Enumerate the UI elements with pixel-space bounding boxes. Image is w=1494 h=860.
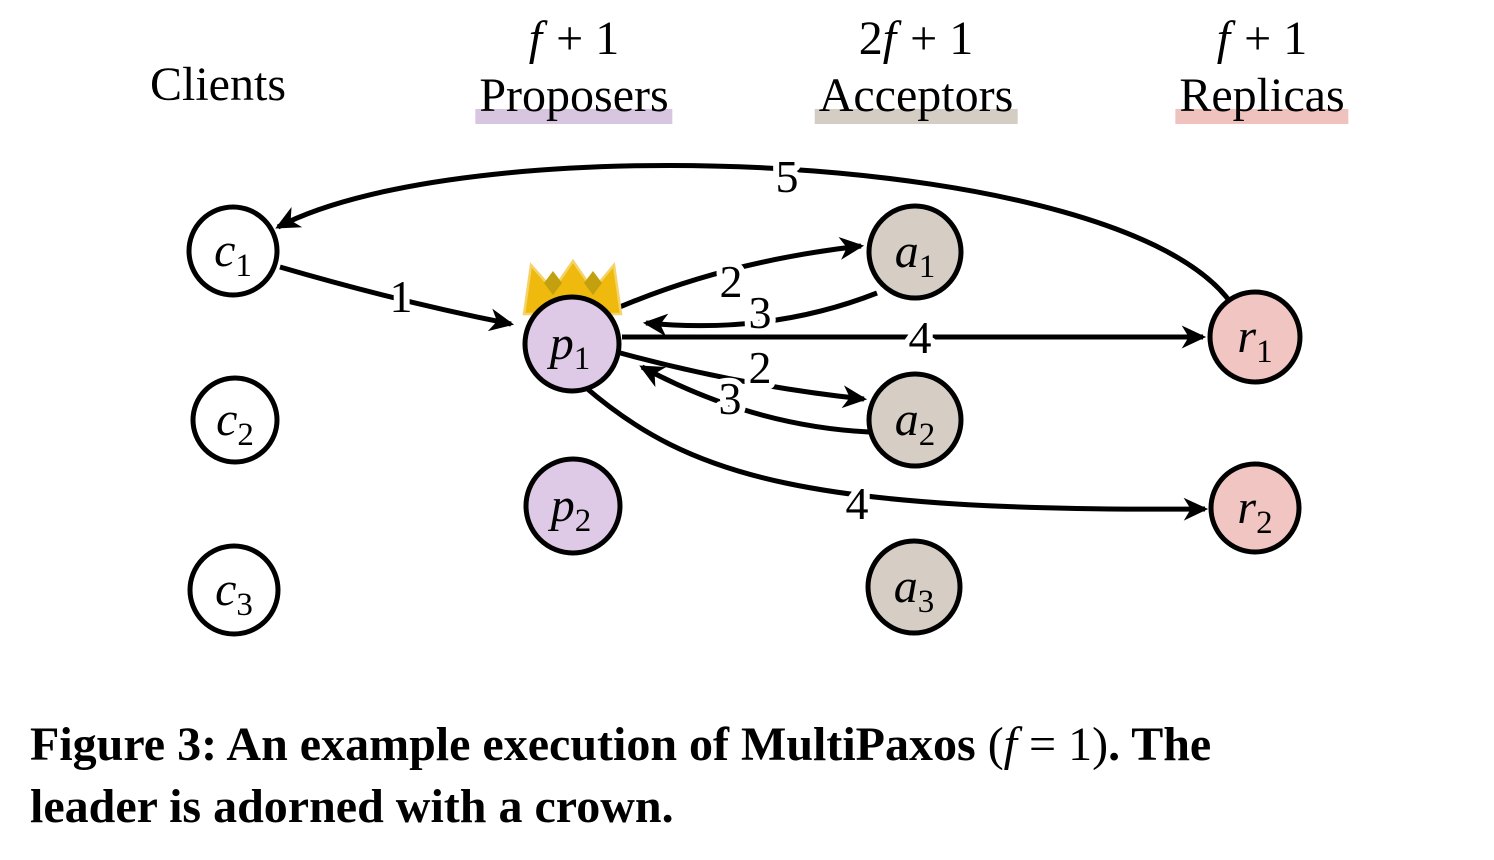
caption-paren-close: ): [1092, 718, 1109, 771]
node-r1-circle: [1207, 289, 1303, 385]
edge-label-step2-a1: 2: [720, 256, 743, 307]
edge-phase2b-a1-p1: [642, 290, 878, 337]
caption-math-f: f: [1003, 718, 1018, 771]
node-c3-circle: [187, 543, 281, 637]
multipaxos-diagram: c1 c2 c3 p1 p2 a1 a2 a3 r1 r2 1 2 3 2 3 …: [186, 151, 1303, 637]
column-header-clients: Clients: [150, 56, 286, 113]
column-header-acceptors: 2f + 1 Acceptors: [814, 10, 1017, 124]
node-r1-label: r1: [1237, 310, 1272, 370]
math-f: f: [1216, 12, 1231, 65]
edge-phase2b-a2-p1: [639, 364, 870, 435]
edge-request-c1-p1: [279, 264, 515, 332]
node-a2: a2: [866, 371, 964, 469]
node-c3-label: c3: [215, 563, 253, 623]
column-header-replicas: f + 1 Replicas: [1175, 10, 1349, 124]
node-a2-circle: [866, 371, 964, 469]
node-c1: c1: [186, 204, 280, 298]
edge-label-step2-a2: 2: [749, 342, 772, 393]
node-p1-circle: [522, 294, 622, 394]
math-f: f: [882, 12, 897, 65]
node-p2-label: p2: [548, 479, 592, 539]
node-c3: c3: [187, 543, 281, 637]
node-a1-label: a1: [895, 225, 936, 285]
node-a3: a3: [865, 538, 963, 636]
figure-caption: Figure 3: An example execution of MultiP…: [30, 714, 1480, 838]
column-header-proposers: f + 1 Proposers: [475, 10, 673, 124]
edge-label-step3-a2: 3: [719, 373, 742, 424]
node-c2-circle: [190, 375, 280, 465]
replicas-count: f + 1: [1216, 12, 1308, 65]
acceptors-count: 2f + 1: [858, 12, 974, 65]
caption-math-eq: = 1: [1017, 718, 1093, 771]
node-p2: p2: [523, 456, 623, 556]
node-c1-circle: [186, 204, 280, 298]
node-c2-label: c2: [216, 393, 254, 453]
edge-label-step1: 1: [390, 271, 413, 322]
node-c2: c2: [190, 375, 280, 465]
clients-title: Clients: [149, 58, 287, 111]
node-a2-label: a2: [895, 393, 936, 453]
caption-text-bold2: . The: [1108, 718, 1212, 771]
edge-response-r1-c1: [275, 163, 1234, 305]
edge-phase2a-p1-a2: [612, 348, 868, 409]
edge-commit-p1-r2: [582, 384, 1209, 521]
proposers-count: f + 1: [528, 12, 620, 65]
node-r2: r2: [1208, 461, 1302, 555]
edge-label-step5: 5: [776, 151, 799, 202]
node-a1-circle: [866, 203, 964, 301]
node-a3-circle: [865, 538, 963, 636]
node-a3-label: a3: [894, 560, 935, 620]
replicas-title: Replicas: [1175, 69, 1349, 124]
node-c1-label: c1: [214, 224, 252, 284]
proposers-title: Proposers: [475, 69, 673, 124]
edge-label-step3-a1: 3: [749, 287, 772, 338]
edge-label-step4-r1: 4: [909, 312, 932, 363]
node-a1: a1: [866, 203, 964, 301]
node-p1-label: p1: [547, 317, 591, 377]
caption-line2: leader is adorned with a crown.: [30, 780, 674, 833]
edge-label-step4-r2: 4: [846, 478, 869, 529]
node-r2-label: r2: [1237, 481, 1272, 541]
caption-text-bold: Figure 3: An example execution of MultiP…: [30, 718, 988, 771]
node-p2-circle: [523, 456, 623, 556]
math-f: f: [528, 12, 543, 65]
edge-phase2a-p1-a1: [604, 237, 865, 316]
node-r1: r1: [1207, 289, 1303, 385]
caption-paren-open: (: [987, 718, 1004, 771]
node-p1-leader: p1: [522, 294, 622, 394]
node-r2-circle: [1208, 461, 1302, 555]
acceptors-title: Acceptors: [814, 69, 1017, 124]
